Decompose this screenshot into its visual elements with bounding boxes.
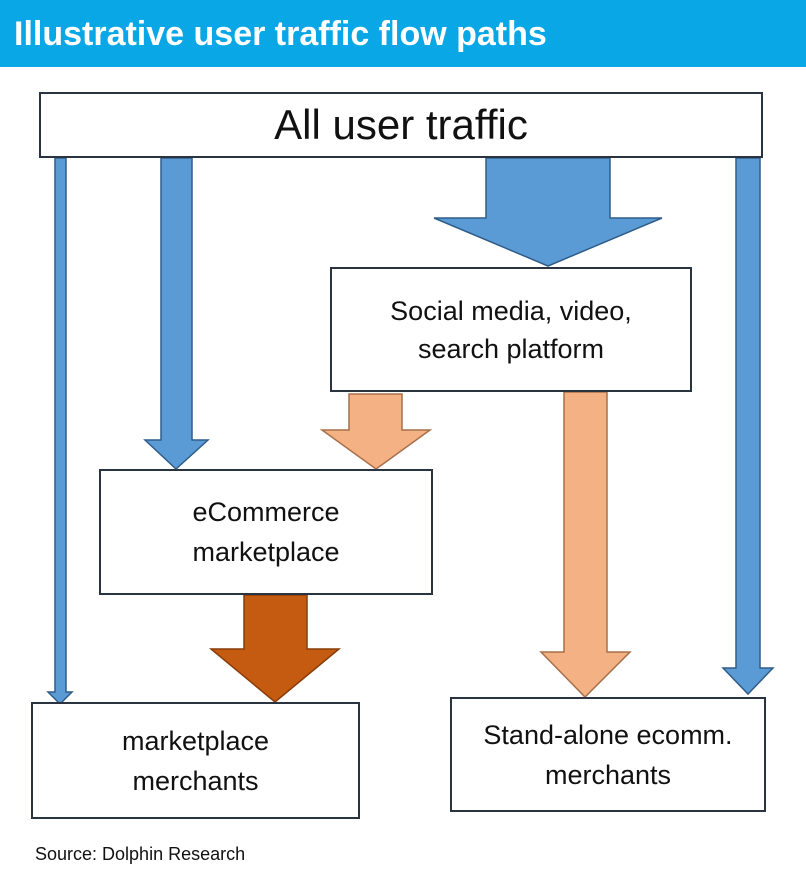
arrow-all-to-marketplace-merchants <box>46 157 74 706</box>
node-standalone-line-2: merchants <box>544 759 672 790</box>
node-social-line-1: Social media, video, <box>390 295 632 326</box>
node-all-user-traffic: All user traffic <box>39 92 763 158</box>
arrow-ecommerce-to-marketplace-merchants <box>208 594 342 703</box>
node-marketplace-merchants-line-1: marketplace <box>121 725 270 756</box>
node-marketplace-merchants: marketplace merchants <box>31 702 360 819</box>
node-ecommerce-line-2: marketplace <box>192 537 340 567</box>
node-ecommerce-line-1: eCommerce <box>192 497 340 527</box>
node-standalone-line-1: Stand-alone ecomm. <box>483 719 733 750</box>
node-marketplace-merchants-line-2: merchants <box>132 765 259 796</box>
arrow-social-to-standalone <box>539 391 632 699</box>
arrow-all-to-standalone <box>721 157 775 696</box>
node-social-line-2: search platform <box>417 333 605 364</box>
node-ecommerce-marketplace: eCommerce marketplace <box>99 469 433 595</box>
node-social-platform: Social media, video, search platform <box>330 267 692 392</box>
title-banner: Illustrative user traffic flow paths <box>0 0 806 67</box>
arrow-all-to-social <box>433 157 663 267</box>
arrow-social-to-ecommerce <box>319 393 433 470</box>
node-all-user-traffic-label: All user traffic <box>274 101 528 148</box>
source-note: Source: Dolphin Research <box>35 844 246 864</box>
arrow-all-to-ecommerce <box>143 157 210 471</box>
node-standalone-merchants: Stand-alone ecomm. merchants <box>450 697 766 812</box>
page-title: Illustrative user traffic flow paths <box>14 15 547 53</box>
